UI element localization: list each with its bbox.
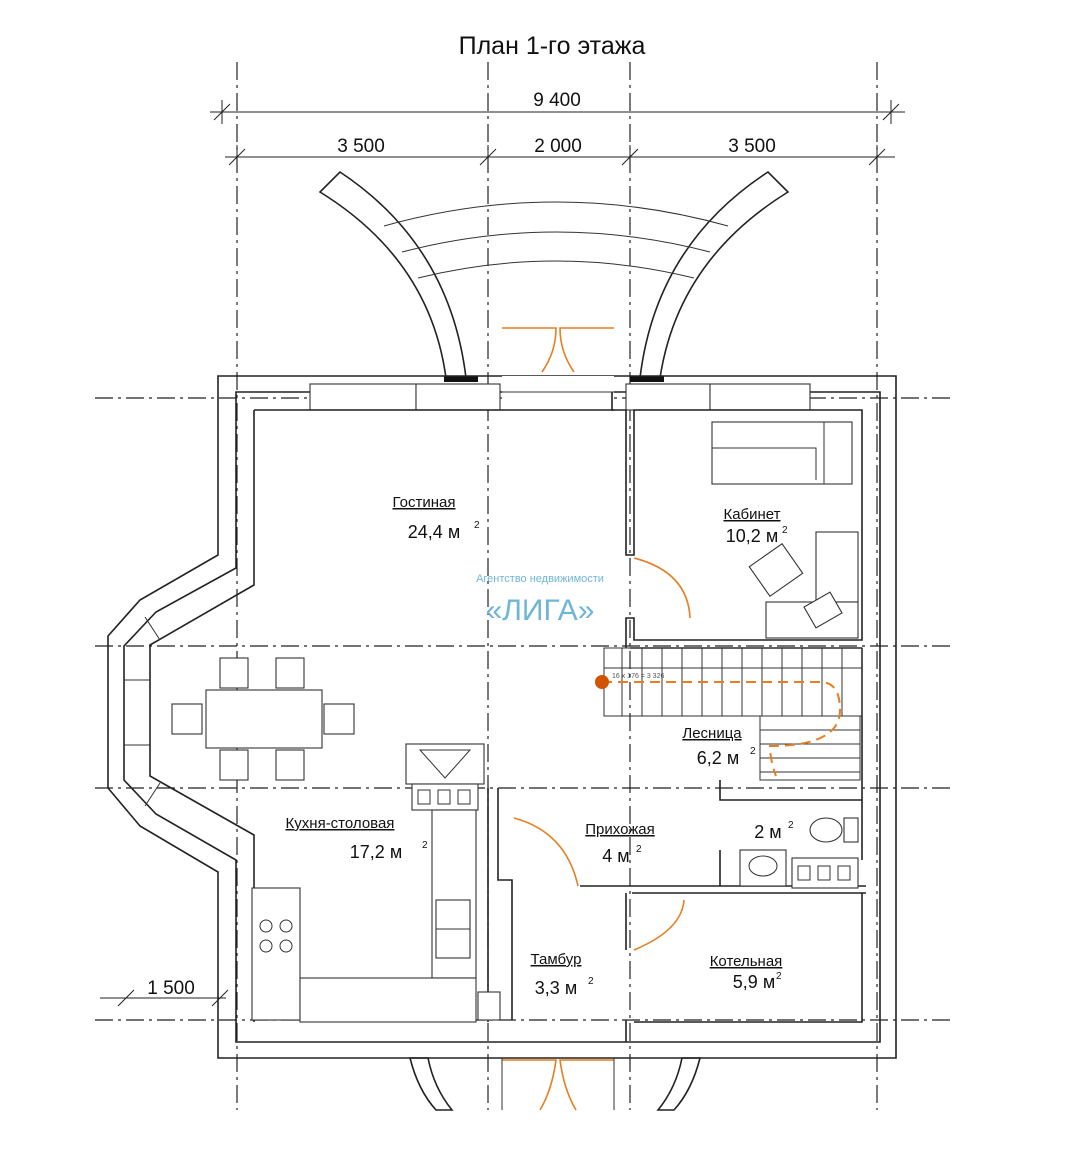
room-kitchen-name: Кухня-столовая [286,815,395,832]
room-office-sup: 2 [782,525,788,536]
room-kitchen-sup: 2 [422,840,428,851]
watermark: Агентство недвижимости «ЛИГА» [476,573,604,627]
dim-bay: 1 500 [147,978,195,999]
room-vestibule-sup: 2 [588,976,594,987]
room-living-area: 24,4 м [408,522,460,542]
dim-right: 3 500 [728,136,776,157]
interior-walls [254,392,866,1042]
room-office-name: Кабинет [723,506,780,523]
dim-middle: 2 000 [534,136,582,157]
room-wc-area: 2 м [754,822,781,842]
room-boiler-sup: 2 [776,971,782,982]
top-windows [309,376,811,411]
room-living-sup: 2 [474,520,480,531]
room-hall-area: 4 м [602,846,629,866]
room-vestibule-area: 3,3 м [535,978,577,998]
room-living-name: Гостиная [393,494,456,511]
plan-title: План 1-го этажа [459,32,646,60]
stair-note: 16 x 176 = 3 326 [612,673,664,680]
room-hall-sup: 2 [636,844,642,855]
room-boiler-area: 5,9 м [733,972,775,992]
room-vestibule-name: Тамбур [531,951,582,968]
room-kitchen-area: 17,2 м [350,842,402,862]
room-stairs-area: 6,2 м [697,748,739,768]
room-wc-sup: 2 [788,820,794,831]
room-office-area: 10,2 м [726,526,778,546]
exterior-walls [107,375,897,1059]
room-boiler-name: Котельная [710,953,783,970]
dim-left: 3 500 [337,136,385,157]
kitchen-furniture [251,743,501,1023]
room-hall-name: Прихожая [585,821,655,838]
room-stairs-name: Лесница [682,725,742,742]
wc-fixtures [739,817,859,889]
room-stairs-sup: 2 [750,746,756,757]
office-furniture [711,421,859,639]
watermark-small: Агентство недвижимости [476,573,604,585]
door-swings [501,327,691,1111]
pergola-arches [318,170,790,382]
dimension-chains [100,100,905,1007]
watermark-big: «ЛИГА» [486,594,595,627]
dining-table [171,657,355,781]
dim-total: 9 400 [533,90,581,111]
room-labels: Гостиная 24,4 м 2 Кабинет 10,2 м 2 Кухня… [286,494,794,998]
entrance-arcs [408,1057,702,1111]
staircase: 16 x 176 = 3 326 [595,647,863,781]
